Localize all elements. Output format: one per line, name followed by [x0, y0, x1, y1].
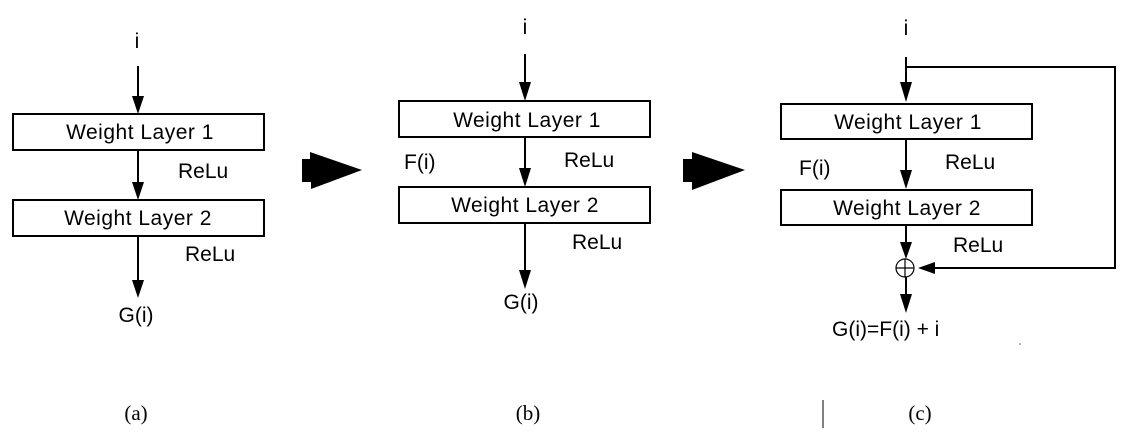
arrowhead-l1-l2-c: [900, 170, 912, 189]
arrowhead-l1-l2-a: [132, 182, 144, 200]
panel-c: i Weight Layer 1 F(i) ReLu Weight Layer …: [780, 17, 1116, 345]
arrowhead-input-c: [900, 82, 912, 102]
weight-layer-2-label-b: Weight Layer 2: [451, 194, 599, 217]
caption-a: (a): [124, 401, 147, 425]
transition-arrow-a-to-b: [302, 152, 362, 189]
arrowhead-l1-l2-b: [519, 168, 531, 187]
relu-label-1-c: ReLu: [945, 151, 995, 174]
weight-layer-2-c: [780, 189, 1033, 226]
relu-label-2-c: ReLu: [953, 234, 1003, 257]
arrowhead-input-a: [132, 96, 144, 114]
transition-arrow-b-to-c: [683, 152, 745, 190]
panel-b: i Weight Layer 1 F(i) ReLu Weight Layer …: [398, 16, 651, 314]
weight-layer-2-label-c: Weight Layer 2: [833, 197, 981, 220]
relu-label-2-b: ReLu: [572, 231, 622, 254]
arrowhead-output-b: [519, 270, 531, 289]
input-label-c: i: [904, 17, 909, 40]
relu-label-1-b: ReLu: [564, 149, 614, 172]
function-label-b: F(i): [404, 151, 435, 174]
input-label-b: i: [523, 16, 528, 39]
relu-label-2-a: ReLu: [185, 243, 235, 266]
output-label-a: G(i): [119, 304, 154, 327]
output-formula-c: G(i)=F(i) + i: [832, 318, 939, 341]
skip-connection-line: [906, 66, 1116, 269]
weight-layer-1-b: [398, 100, 651, 138]
weight-layer-2-b: [398, 186, 651, 224]
function-label-c: F(i): [799, 157, 830, 180]
weight-layer-1-c: [780, 103, 1033, 140]
arrowhead-output-a: [132, 280, 144, 298]
weight-layer-1-label-c: Weight Layer 1: [834, 111, 982, 134]
weight-layer-2-a: [12, 199, 265, 237]
output-label-b: G(i): [504, 291, 539, 314]
stray-dot: [1019, 343, 1021, 345]
caption-b: (b): [516, 401, 541, 425]
weight-layer-1-label-b: Weight Layer 1: [453, 109, 601, 132]
sum-node-icon: [895, 258, 915, 278]
panel-a: i Weight Layer 1 ReLu Weight Layer 2 ReL…: [12, 30, 265, 327]
weight-layer-2-label-a: Weight Layer 2: [64, 207, 212, 230]
weight-layer-1-label-a: Weight Layer 1: [66, 121, 214, 144]
arrowhead-input-b: [519, 82, 531, 101]
input-label-a: i: [135, 30, 140, 53]
arrowhead-l2-sum-c: [900, 242, 912, 259]
relu-label-1-a: ReLu: [178, 160, 228, 183]
arrowhead-output-c: [900, 294, 912, 313]
caption-c: (c): [908, 401, 931, 425]
skip-connection-arrowhead: [918, 262, 935, 274]
